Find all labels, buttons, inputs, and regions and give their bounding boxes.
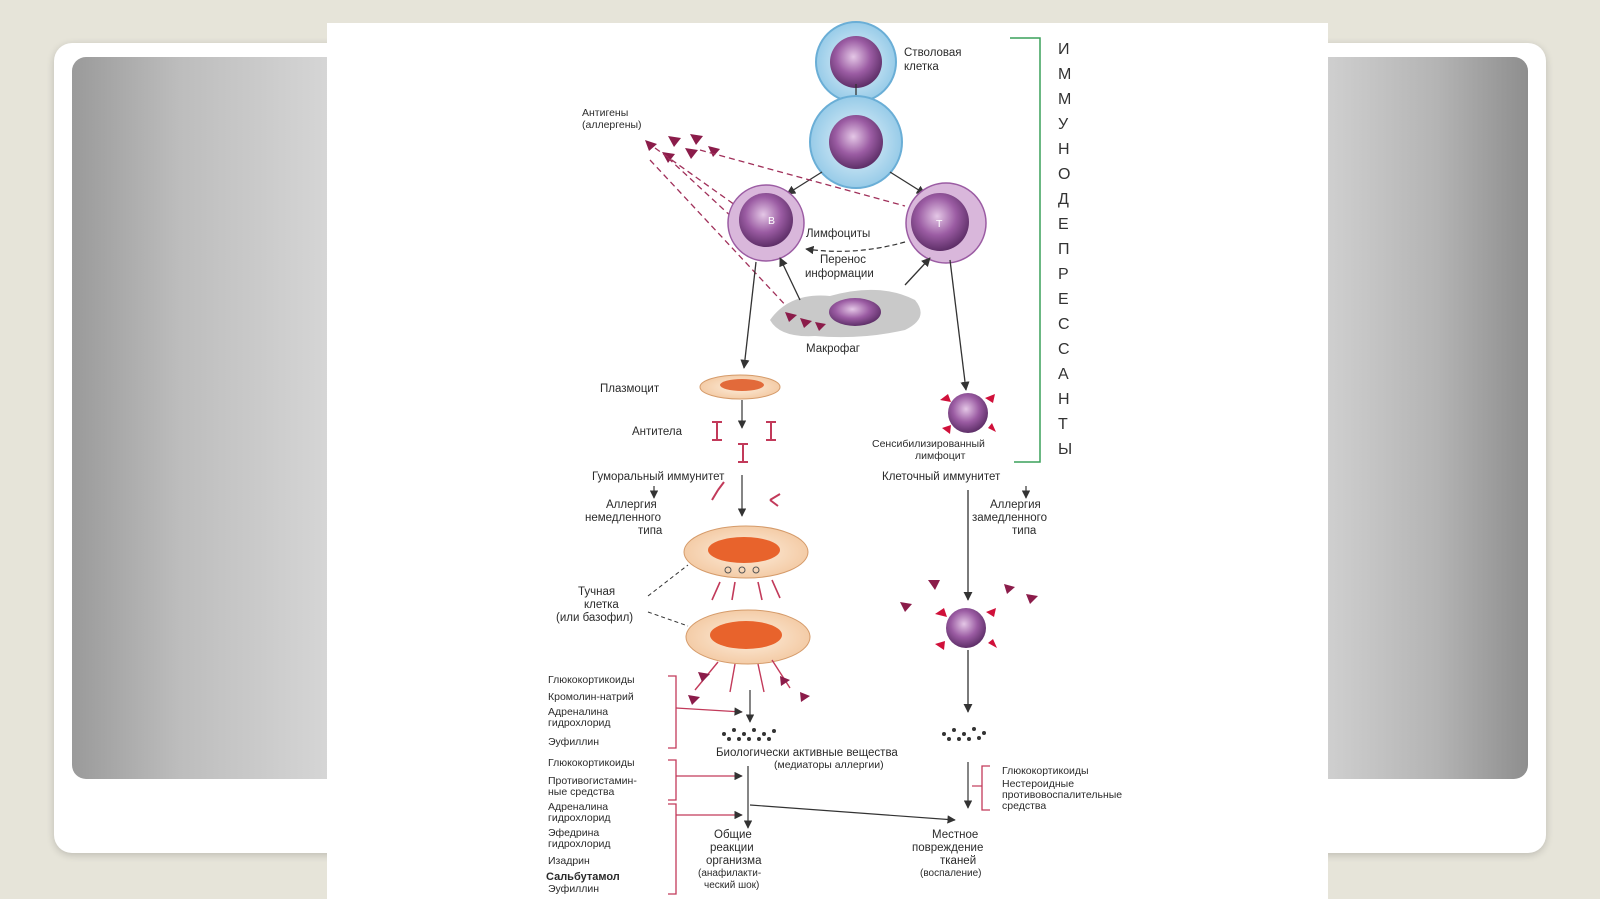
bioactive-label: Биологически активные вещества — [716, 747, 898, 759]
vertical-word-letter: У — [1058, 116, 1069, 133]
vertical-word-letter: А — [1058, 366, 1069, 383]
vertical-word-letter: Н — [1058, 141, 1070, 158]
antibody-icons — [712, 421, 776, 463]
drugs-group-2: Глюкокортикоиды Противогистамин-ные сред… — [548, 757, 743, 801]
cellular-immunity-label: Клеточный иммунитет — [882, 471, 1001, 483]
vertical-word-letter: Е — [1058, 291, 1069, 308]
svg-text:Эуфиллин: Эуфиллин — [548, 883, 599, 895]
mast-cell-receptors — [711, 579, 781, 601]
vertical-word-letter: П — [1058, 241, 1070, 258]
b-lymphocyte — [727, 184, 805, 262]
activated-lymphocyte — [900, 580, 1038, 650]
antibodies-label: Антитела — [632, 426, 683, 438]
mast-cell-2 — [685, 609, 811, 665]
vertical-word-letter: О — [1058, 166, 1070, 183]
svg-text:Глюкокортикоиды: Глюкокортикоиды — [548, 757, 635, 769]
released-antigens — [688, 672, 810, 705]
macrophage — [770, 289, 921, 338]
mediator-dots-left — [722, 728, 776, 741]
plasmocyte-label: Плазмоцит — [600, 383, 660, 395]
vertical-word-letter: Е — [1058, 216, 1069, 233]
vertical-word-letter: С — [1058, 341, 1070, 358]
vertical-word-letter: Р — [1058, 266, 1069, 283]
svg-text:Изадрин: Изадрин — [548, 855, 590, 867]
vertical-word-letter: И — [1058, 41, 1070, 58]
left-gray-panel — [72, 57, 342, 779]
svg-text:Эуфиллин: Эуфиллин — [548, 736, 599, 748]
antigens-label: Антигены(аллергены) — [582, 107, 642, 131]
t-label: T — [936, 218, 943, 230]
svg-text:Глюкокортикоиды: Глюкокортикоиды — [1002, 765, 1089, 777]
mediators-label: (медиаторы аллергии) — [774, 759, 884, 771]
macrophage-label: Макрофаг — [806, 343, 860, 355]
humoral-immunity-label: Гуморальный иммунитет — [592, 471, 725, 483]
mast-cell-1 — [683, 525, 809, 579]
bound-antibodies — [711, 481, 781, 507]
vertical-word-letter: Т — [1058, 416, 1068, 433]
svg-text:Сальбутамол: Сальбутамол — [546, 871, 620, 883]
svg-text:Глюкокортикоиды: Глюкокортикоиды — [548, 674, 635, 686]
sensitized-lymphocyte — [940, 393, 996, 434]
lymphocytes-label: Лимфоциты — [806, 228, 870, 240]
svg-text:Противогистамин-ные средства: Противогистамин-ные средства — [548, 775, 637, 798]
vertical-word-letter: Ы — [1058, 441, 1072, 458]
progenitor-cell — [809, 95, 903, 189]
right-gray-panel — [1300, 57, 1528, 779]
stem-cell — [815, 21, 897, 103]
vertical-word-letter: Д — [1058, 191, 1069, 208]
drugs-group-1: Глюкокортикоиды Кромолин-натрий Адренали… — [548, 674, 743, 749]
vertical-word-letter: М — [1058, 66, 1071, 83]
degranulation-lines — [694, 659, 791, 693]
t-lymphocyte — [905, 182, 987, 264]
vertical-word-letter: С — [1058, 316, 1070, 333]
vertical-word-letter: М — [1058, 91, 1071, 108]
b-label: B — [768, 215, 775, 227]
mediator-dots-right — [942, 727, 986, 741]
vertical-word-letter: Н — [1058, 391, 1070, 408]
immunosuppressant-bracket — [1010, 37, 1041, 463]
plasmocyte — [699, 374, 781, 400]
svg-text:Кромолин-натрий: Кромолин-натрий — [548, 691, 634, 703]
